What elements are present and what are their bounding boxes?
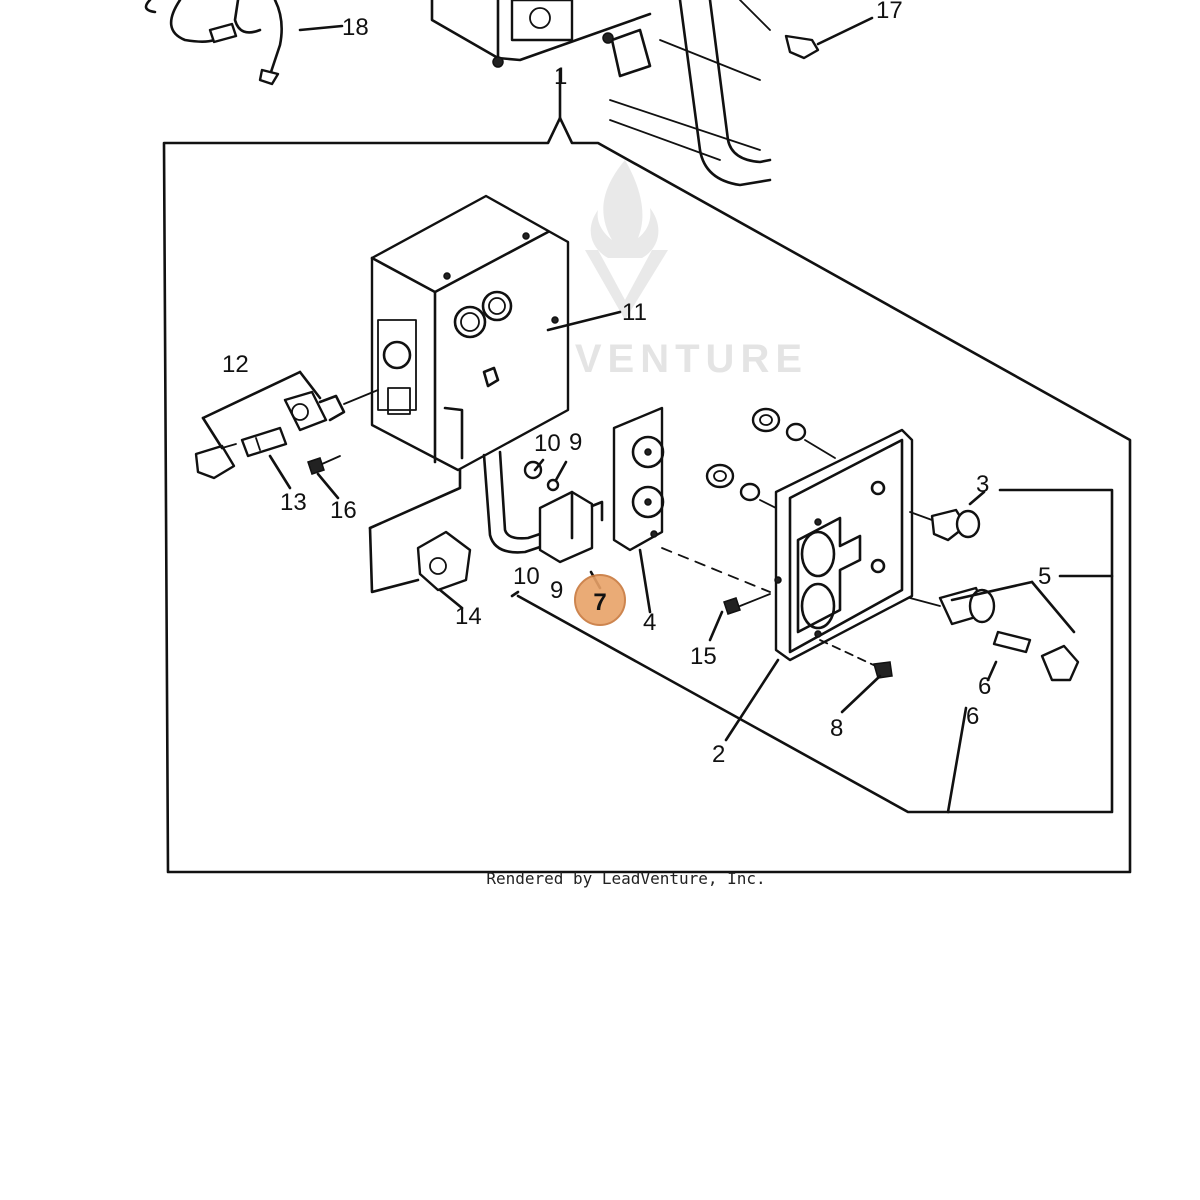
fuse-6 bbox=[992, 630, 1032, 654]
callout-15[interactable]: 15 bbox=[690, 643, 717, 670]
callout-9-first[interactable]: 9 bbox=[569, 429, 582, 456]
screw-8 bbox=[873, 661, 893, 679]
fuse-holder-right bbox=[909, 586, 996, 626]
toggle-switch bbox=[538, 490, 604, 564]
callout-1[interactable]: 1 bbox=[554, 63, 567, 90]
callout-4[interactable]: 4 bbox=[643, 609, 656, 636]
callout-14[interactable]: 14 bbox=[455, 603, 482, 630]
mounting-clip bbox=[416, 530, 472, 592]
highlight-marker[interactable] bbox=[574, 574, 626, 626]
callout-18[interactable]: 18 bbox=[342, 14, 369, 41]
cover-plate bbox=[774, 428, 914, 662]
callout-8[interactable]: 8 bbox=[830, 715, 843, 742]
wire-lead-assembly bbox=[144, 0, 283, 86]
fuse-cap-right bbox=[1040, 644, 1080, 682]
callout-3[interactable]: 3 bbox=[976, 471, 989, 498]
callout-13[interactable]: 13 bbox=[280, 489, 307, 516]
duplex-receptacle bbox=[612, 406, 665, 552]
alignment-line bbox=[661, 547, 771, 593]
fuse-holder-assembly bbox=[283, 389, 379, 432]
callout-16[interactable]: 16 bbox=[330, 497, 357, 524]
screw-15 bbox=[723, 597, 741, 615]
plate-hardware bbox=[705, 407, 836, 511]
bracket-leader-2 bbox=[368, 526, 420, 594]
callout-10-second[interactable]: 10 bbox=[513, 563, 540, 590]
leadventure-watermark-logo bbox=[585, 160, 668, 320]
callout-2[interactable]: 2 bbox=[712, 741, 725, 768]
callout-5[interactable]: 5 bbox=[1038, 563, 1051, 590]
generator-frame-partial bbox=[430, 0, 772, 187]
callout-7[interactable]: 7 bbox=[593, 589, 606, 616]
bracket-leader bbox=[368, 468, 462, 530]
fuse-cap bbox=[194, 443, 237, 480]
callout-labels: 18 17 1 11 12 13 16 14 10 10 10 10 10 10… bbox=[222, 0, 1051, 768]
leader-lines bbox=[201, 24, 1114, 814]
callout-11[interactable]: 11 bbox=[622, 299, 647, 326]
alignment-line-2 bbox=[739, 593, 771, 607]
callout-10-first[interactable]: 10 bbox=[534, 430, 561, 457]
washer-9 bbox=[546, 478, 560, 492]
power-cable bbox=[482, 453, 548, 554]
callout-17[interactable]: 17 bbox=[876, 0, 903, 24]
power-cable-inner bbox=[498, 450, 548, 540]
bolt-17 bbox=[784, 16, 874, 60]
render-credit: Rendered by LeadVenture, Inc. bbox=[486, 869, 765, 888]
callout-6-upper[interactable]: 6 bbox=[978, 673, 991, 700]
callout-6-lower[interactable]: 6 bbox=[966, 703, 979, 730]
fuse-cartridge bbox=[240, 426, 288, 458]
screw-16 bbox=[307, 455, 341, 475]
junction-box-housing bbox=[370, 194, 570, 472]
callout-9-second[interactable]: 9 bbox=[550, 577, 563, 604]
callout-12[interactable]: 12 bbox=[222, 351, 249, 378]
alignment-line-3 bbox=[819, 639, 881, 669]
indicator-lamp bbox=[909, 508, 981, 542]
exploded-view-boundary bbox=[162, 68, 1132, 874]
